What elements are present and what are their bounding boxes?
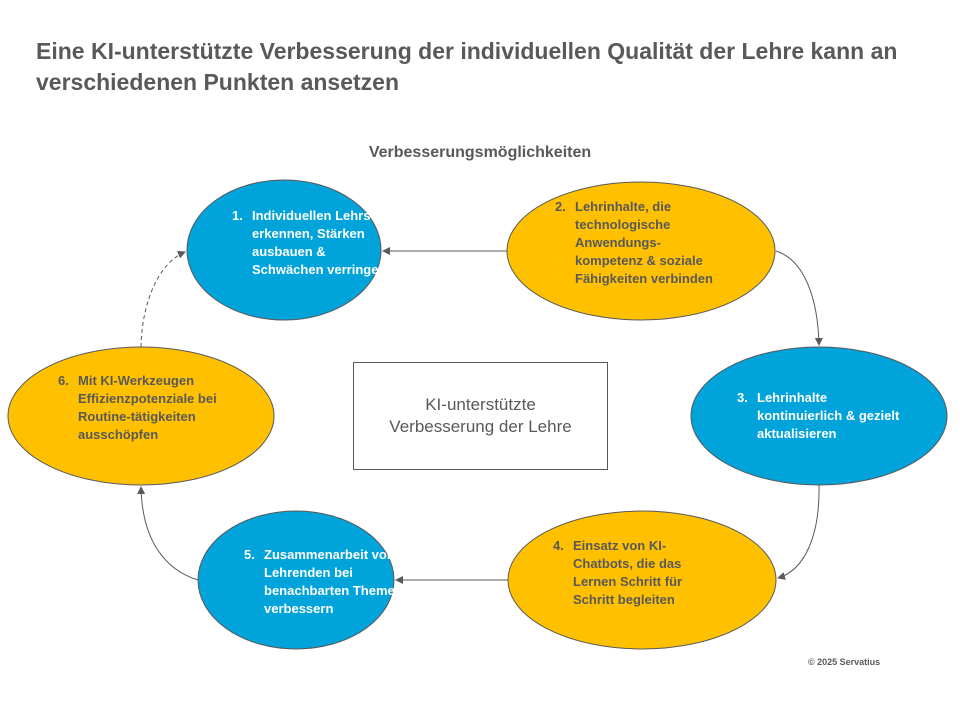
step-number: 1.: [232, 208, 243, 223]
subtitle-text: Verbesserungsmöglichkeiten: [368, 144, 592, 161]
diagram-subtitle: Verbesserungsmöglichkeiten: [0, 144, 960, 162]
arrow-6-to-1-dashed: [140, 250, 186, 348]
step-4-text: 4. Einsatz von KI-Chatbots, die das Lerne…: [553, 537, 713, 609]
copyright: © 2025 Servatius: [808, 657, 881, 667]
step-label: Zusammenarbeit von Lehrenden bei benachb…: [264, 547, 403, 616]
arrow-3-to-4: [777, 484, 820, 580]
step-label: Individuellen Lehrstil erkennen, Stärken…: [252, 208, 392, 277]
step-1-text: 1. Individuellen Lehrstil erkennen, Stärk…: [232, 207, 392, 279]
step-3-text: 3. Lehrinhalte kontinuierlich & gezielt a…: [737, 389, 907, 443]
arrow-5-to-6: [137, 486, 199, 581]
step-number: 3.: [737, 390, 748, 405]
step-6-text: 6. Mit KI-Werkzeugen Effizienzpotenziale …: [58, 372, 218, 444]
step-label: Lehrinhalte, die technologische Anwendun…: [575, 199, 713, 286]
step-number: 5.: [244, 547, 255, 562]
arrow-2-to-3: [775, 250, 823, 346]
slide-title: Eine KI-unterstützte Verbesserung der in…: [36, 38, 898, 95]
center-box: KI-unterstützte Verbesserung der Lehre: [353, 362, 608, 470]
step-label: Mit KI-Werkzeugen Effizienzpotenziale be…: [78, 373, 217, 442]
step-number: 6.: [58, 373, 69, 388]
step-number: 4.: [553, 538, 564, 553]
step-label: Lehrinhalte kontinuierlich & gezielt akt…: [757, 390, 900, 441]
step-2-text: 2. Lehrinhalte, die technologische Anwend…: [555, 198, 715, 288]
step-label: Einsatz von KI-Chatbots, die das Lernen …: [573, 538, 683, 607]
step-number: 2.: [555, 199, 566, 214]
step-5-text: 5. Zusammenarbeit von Lehrenden bei benac…: [244, 546, 404, 618]
step-1-ellipse: [186, 179, 382, 321]
